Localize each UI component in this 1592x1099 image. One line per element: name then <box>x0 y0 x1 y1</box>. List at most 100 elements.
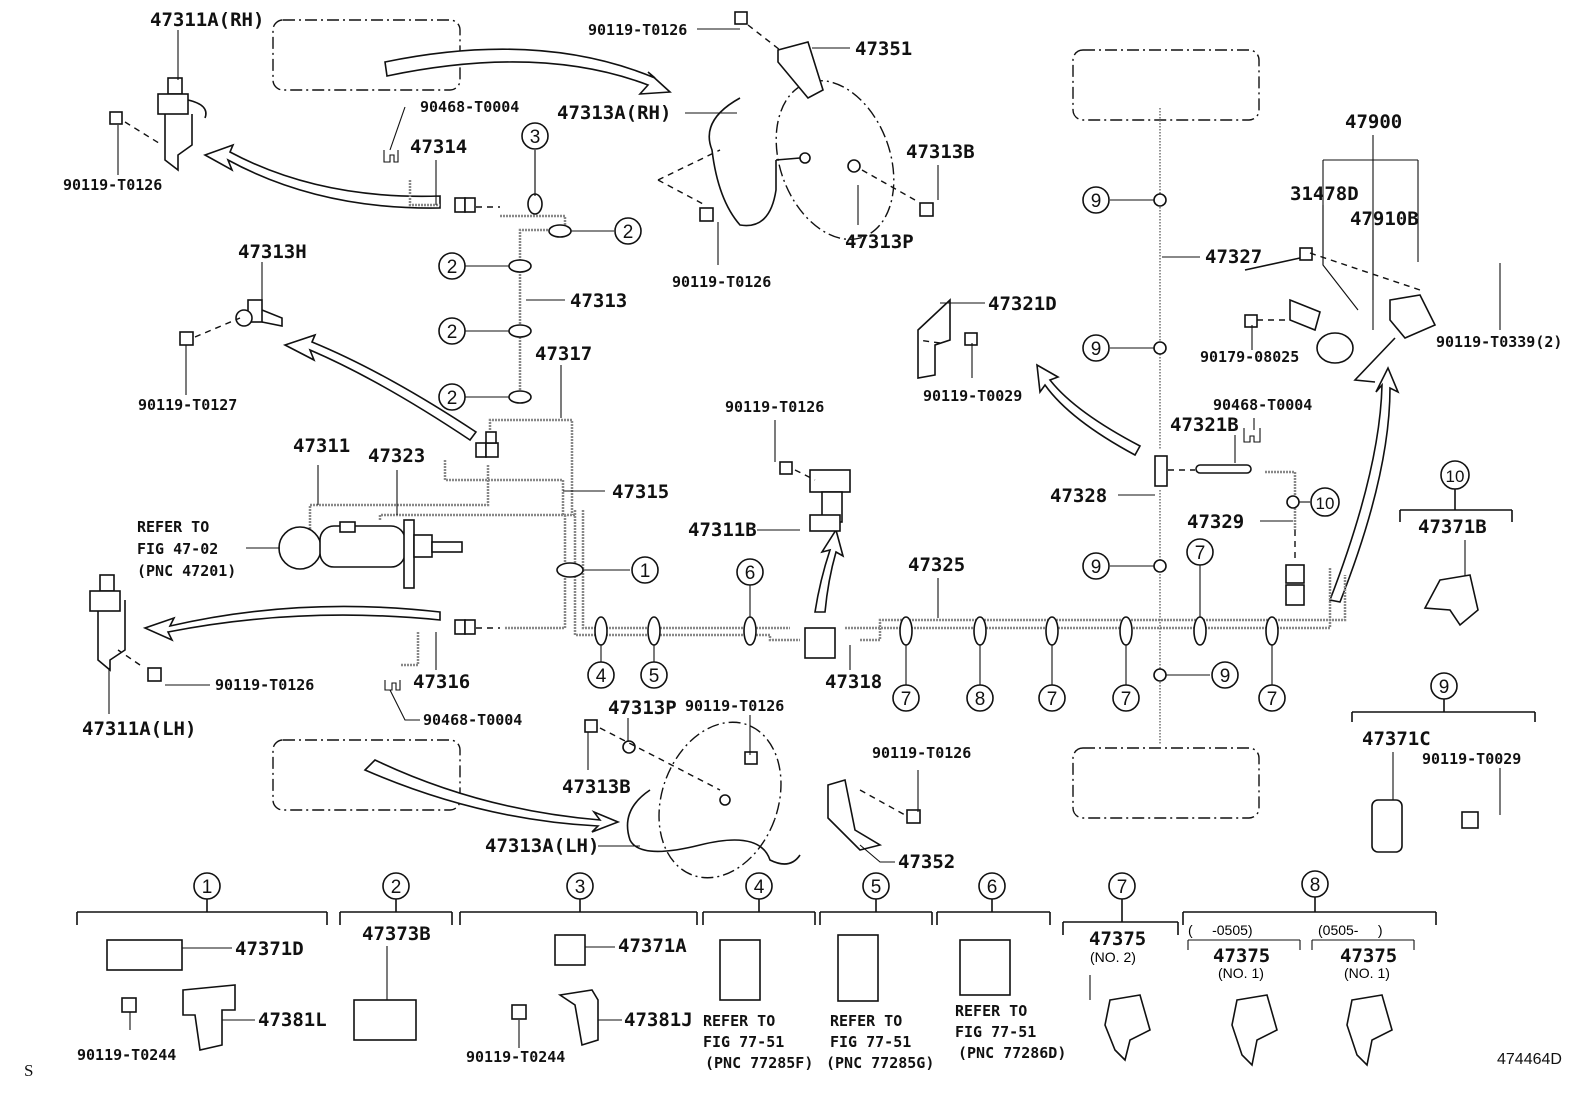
callout-text: 4 <box>596 666 607 687</box>
callout-3 <box>521 122 549 150</box>
callout-10 <box>1310 487 1340 517</box>
brake-line-47325 <box>845 568 1332 630</box>
part-47313H-shape <box>235 299 283 327</box>
brake-line-47313 <box>500 214 567 395</box>
callout-text: 10 <box>1316 494 1335 513</box>
label-90119-T0126: 90119-T0126 <box>672 273 771 291</box>
part-labels: 47311A(RH) 90119-T0126 90468-T0004 47314… <box>63 9 1562 873</box>
refer-note-line: (PNC 77285F) <box>705 1054 813 1072</box>
clip-77285F-icon <box>719 939 761 1001</box>
label-47313H: 47313H <box>238 241 307 263</box>
arrow-to-47311A-rh <box>203 143 441 209</box>
label-90119-T0029: 90119-T0029 <box>923 387 1022 405</box>
part-47311A-rh-shape <box>157 77 207 172</box>
refer-note-line: FIG 77-51 <box>955 1023 1036 1041</box>
legend-number: 5 <box>871 877 882 898</box>
callout-numbers: 3 2 2 2 2 1 4 5 6 7 8 7 7 7 7 9 9 9 9 10 <box>447 127 1335 710</box>
callout-text: 2 <box>447 322 458 343</box>
callout-7a <box>892 684 920 712</box>
callout-2a <box>614 217 642 245</box>
legend-number: 6 <box>987 877 998 898</box>
arrow-to-47311B <box>814 528 845 613</box>
brake-line-47314 <box>408 180 440 207</box>
label-47313P: 47313P <box>845 231 914 253</box>
callout-text: 7 <box>901 689 912 710</box>
legend-part-47381L: 47381L <box>258 1009 327 1031</box>
callout-text: 7 <box>1047 689 1058 710</box>
legend-part-90119-T0244: 90119-T0244 <box>466 1048 565 1066</box>
unions <box>383 150 1305 691</box>
part-47351-bracket <box>777 41 824 100</box>
label-47313P: 47313P <box>608 697 677 719</box>
brake-line-47329 <box>1265 470 1297 530</box>
clip-47375-no2-icon <box>1104 994 1151 1062</box>
label-47321D: 47321D <box>988 293 1057 315</box>
bolt-icon <box>121 997 137 1013</box>
clip-90468-rear <box>1243 428 1261 443</box>
refer-note-line: (PNC 77286D) <box>958 1044 1066 1062</box>
callout-text: 7 <box>1195 543 1206 564</box>
legend-number: 4 <box>754 877 765 898</box>
callout-6 <box>736 558 764 586</box>
label-90119-T0126: 90119-T0126 <box>63 176 162 194</box>
legend-number: 3 <box>575 877 586 898</box>
wheel-outline-rear-bottom <box>1072 747 1260 819</box>
brake-line-47311 <box>308 465 490 540</box>
legend-number: 2 <box>391 877 402 898</box>
bolts <box>109 11 1313 824</box>
refer-note-line: FIG 77-51 <box>830 1033 911 1051</box>
refer-note-line: REFER TO <box>955 1002 1027 1020</box>
legend-group-10: 10 47371B <box>1399 460 1513 627</box>
brake-line-47317 <box>488 418 574 515</box>
part-47321D-shape <box>917 298 951 379</box>
refer-note-line: FIG 47-02 <box>137 540 218 558</box>
label-47900: 47900 <box>1345 111 1402 133</box>
arrow-to-47313A-rh <box>384 48 672 95</box>
label-90119-T0126: 90119-T0126 <box>215 676 314 694</box>
label-47323: 47323 <box>368 445 425 467</box>
label-47351: 47351 <box>855 38 912 60</box>
clip-90468-lower <box>384 680 401 691</box>
callout-text: 8 <box>975 689 986 710</box>
part-47318-block <box>804 627 836 659</box>
callout-text: 3 <box>530 127 541 148</box>
arrow-to-47313H <box>282 333 478 442</box>
label-47313B: 47313B <box>906 141 975 163</box>
label-90119-T0126: 90119-T0126 <box>685 697 784 715</box>
callout-text: 6 <box>745 563 756 584</box>
legend-part-47371A: 47371A <box>618 935 687 957</box>
label-47352: 47352 <box>898 851 955 873</box>
callout-9a <box>1082 186 1110 214</box>
callout-2b <box>438 252 466 280</box>
label-47311B: 47311B <box>688 519 757 541</box>
legend-part-47371C: 47371C <box>1362 728 1431 750</box>
callout-1 <box>631 556 659 584</box>
legend-part-47375: 47375 <box>1089 928 1146 950</box>
callout-text: 9 <box>1091 339 1102 360</box>
callout-text: 2 <box>447 257 458 278</box>
refer-note-line: (PNC 47201) <box>137 562 236 580</box>
brake-line-47318 <box>860 575 1347 642</box>
legend-bottom: 1 47371D 47381L 90119-T0244 2 47373B 3 4… <box>76 870 1437 1072</box>
clip-47375-no1-early-icon <box>1231 994 1278 1067</box>
legend-part-47375: 47375 <box>1340 945 1397 967</box>
legend-date-range: (0505- ) <box>1318 922 1383 938</box>
label-47327: 47327 <box>1205 246 1262 268</box>
part-47311A-lh-shape <box>89 574 126 672</box>
label-47315: 47315 <box>612 481 669 503</box>
part-47313A-rh-hose <box>708 97 811 227</box>
refer-note-line: REFER TO <box>830 1012 902 1030</box>
arrow-to-47900 <box>1328 366 1400 603</box>
legend-part-47371B: 47371B <box>1418 516 1487 538</box>
clip-47371A-icon <box>554 934 586 966</box>
callout-9b <box>1082 334 1110 362</box>
label-47313A-lh: 47313A(LH) <box>485 835 599 857</box>
callout-text: 2 <box>447 388 458 409</box>
callout-7b <box>1038 684 1066 712</box>
clip-90468-upper <box>383 150 399 163</box>
label-90119-T0126: 90119-T0126 <box>872 744 971 762</box>
label-90179-08025: 90179-08025 <box>1200 348 1299 366</box>
arrow-to-47321D <box>1036 363 1142 457</box>
wheel-outline-rear-top <box>1072 49 1260 121</box>
callout-9c <box>1082 552 1110 580</box>
